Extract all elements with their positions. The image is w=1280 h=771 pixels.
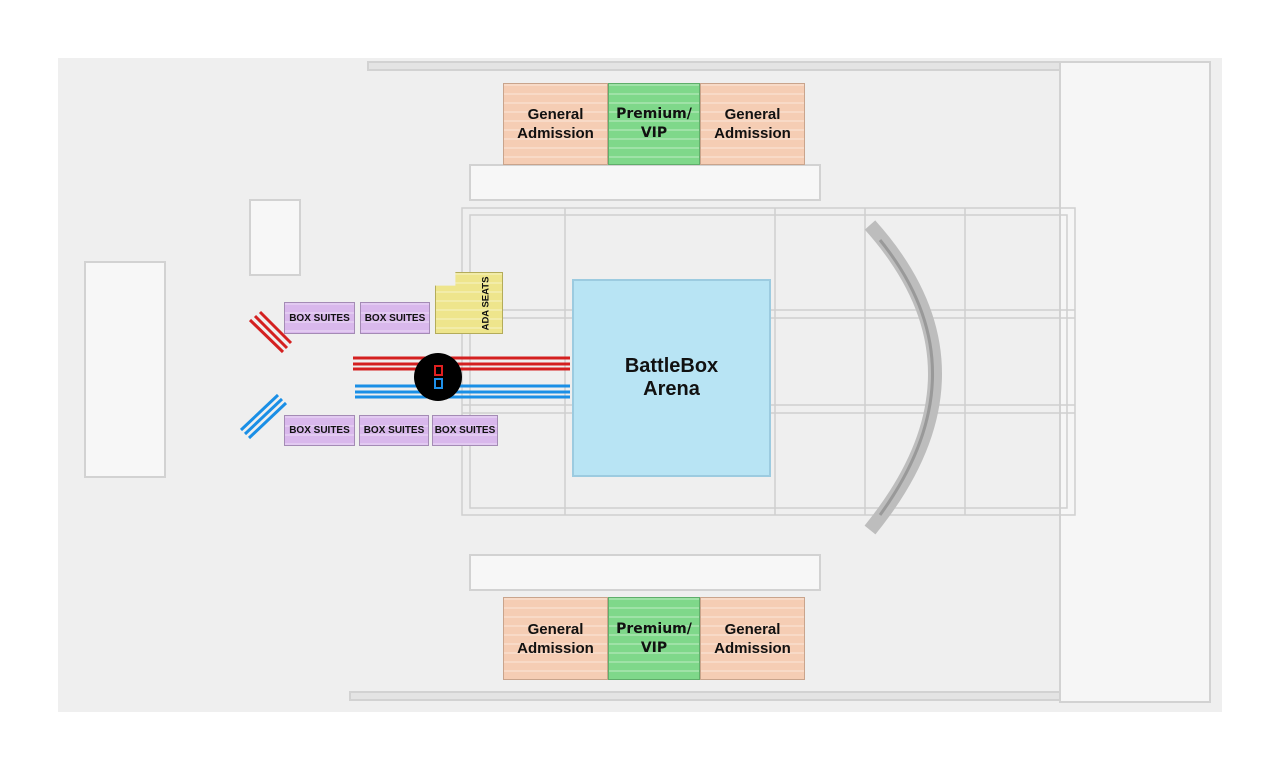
section-label: BOX SUITES	[364, 312, 426, 324]
ada-seats[interactable]: ADA SEATS	[435, 272, 503, 334]
logo-red-b	[434, 365, 443, 376]
box-suites-bottom-3[interactable]: BOX SUITES	[432, 415, 498, 446]
section-label: General Admission	[517, 620, 594, 657]
section-bottom-general-left[interactable]: General Admission	[503, 597, 608, 680]
section-label: ADA SEATS	[480, 276, 492, 330]
section-label: General Admission	[714, 106, 791, 142]
section-label: BOX SUITES	[363, 425, 425, 436]
section-bottom-vip[interactable]: Premium/ VIP	[608, 597, 700, 680]
battlebox-logo-icon	[414, 353, 462, 401]
section-label: Premium/ VIP	[616, 106, 692, 141]
logo-blue-b	[434, 378, 443, 389]
section-label: Premium/ VIP	[616, 620, 692, 656]
section-top-vip[interactable]: Premium/ VIP	[608, 83, 700, 165]
section-top-general-right[interactable]: General Admission	[700, 83, 805, 165]
section-label: General Admission	[517, 106, 594, 142]
section-label: BOX SUITES	[289, 425, 350, 436]
box-suites-bottom-1[interactable]: BOX SUITES	[284, 415, 355, 446]
battlebox-arena[interactable]: BattleBox Arena	[572, 279, 771, 477]
section-label: BOX SUITES	[289, 312, 350, 324]
section-bottom-general-right[interactable]: General Admission	[700, 597, 805, 680]
entry-lines	[239, 310, 570, 440]
section-label: General Admission	[714, 620, 791, 657]
box-suites-top-1[interactable]: BOX SUITES	[284, 302, 355, 334]
section-top-general-left[interactable]: General Admission	[503, 83, 608, 165]
arena-label: BattleBox Arena	[624, 355, 719, 400]
section-label: BOX SUITES	[434, 425, 496, 436]
truss-icon	[461, 207, 1076, 535]
box-suites-top-2[interactable]: BOX SUITES	[360, 302, 430, 334]
box-suites-bottom-2[interactable]: BOX SUITES	[359, 415, 429, 446]
